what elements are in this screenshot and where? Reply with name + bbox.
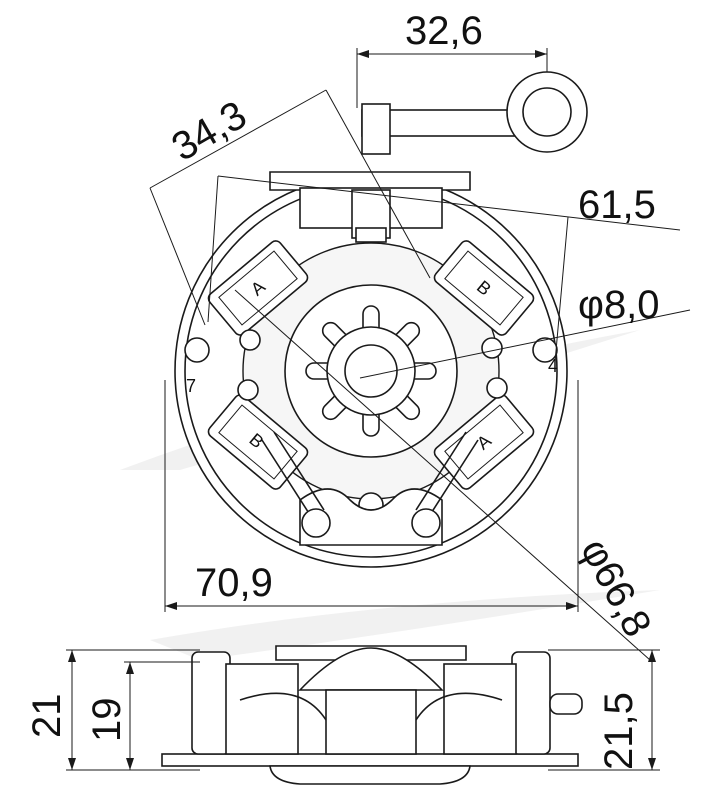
terminal-label-right: 4 — [548, 356, 558, 376]
dim-height-total: 21 — [25, 694, 69, 739]
plan-view: A B B A — [174, 71, 588, 568]
dim-key-width: 32,6 — [405, 9, 483, 53]
left-holder — [191, 651, 231, 755]
base-plate — [161, 753, 579, 767]
dome — [298, 647, 444, 691]
clip-slot — [355, 227, 387, 243]
dim-overall-width: 70,9 — [195, 561, 273, 605]
right-body — [443, 663, 517, 755]
brush-holder-bottom-right: A — [433, 394, 535, 490]
base-flange — [269, 765, 471, 785]
terminal-label-left: 7 — [186, 376, 196, 396]
side-pin — [549, 693, 583, 715]
right-holder — [511, 651, 551, 755]
dim-height-side: 21,5 — [597, 692, 641, 770]
side-leads — [239, 692, 503, 721]
brush-holder-top-left: A — [207, 240, 309, 336]
brush-holder-top-right: B — [433, 240, 535, 336]
dim-span: 61,5 — [578, 183, 656, 227]
side-view — [161, 645, 583, 785]
dim-height-body: 19 — [85, 698, 129, 743]
top-bridge — [269, 171, 471, 191]
key-tab — [361, 71, 588, 155]
left-body — [225, 663, 299, 755]
side-dimensions: 21 19 21,5 — [25, 649, 660, 771]
center-block — [325, 689, 417, 755]
bottom-lobe — [299, 488, 443, 546]
brush-holder-bottom-left: B — [207, 394, 309, 490]
center-hole — [344, 344, 398, 398]
dim-outer-diameter: φ66,8 — [572, 532, 660, 644]
dim-brush-pitch: 34,3 — [165, 93, 254, 170]
leads — [261, 431, 479, 538]
dim-hole-diameter: φ8,0 — [578, 283, 660, 327]
